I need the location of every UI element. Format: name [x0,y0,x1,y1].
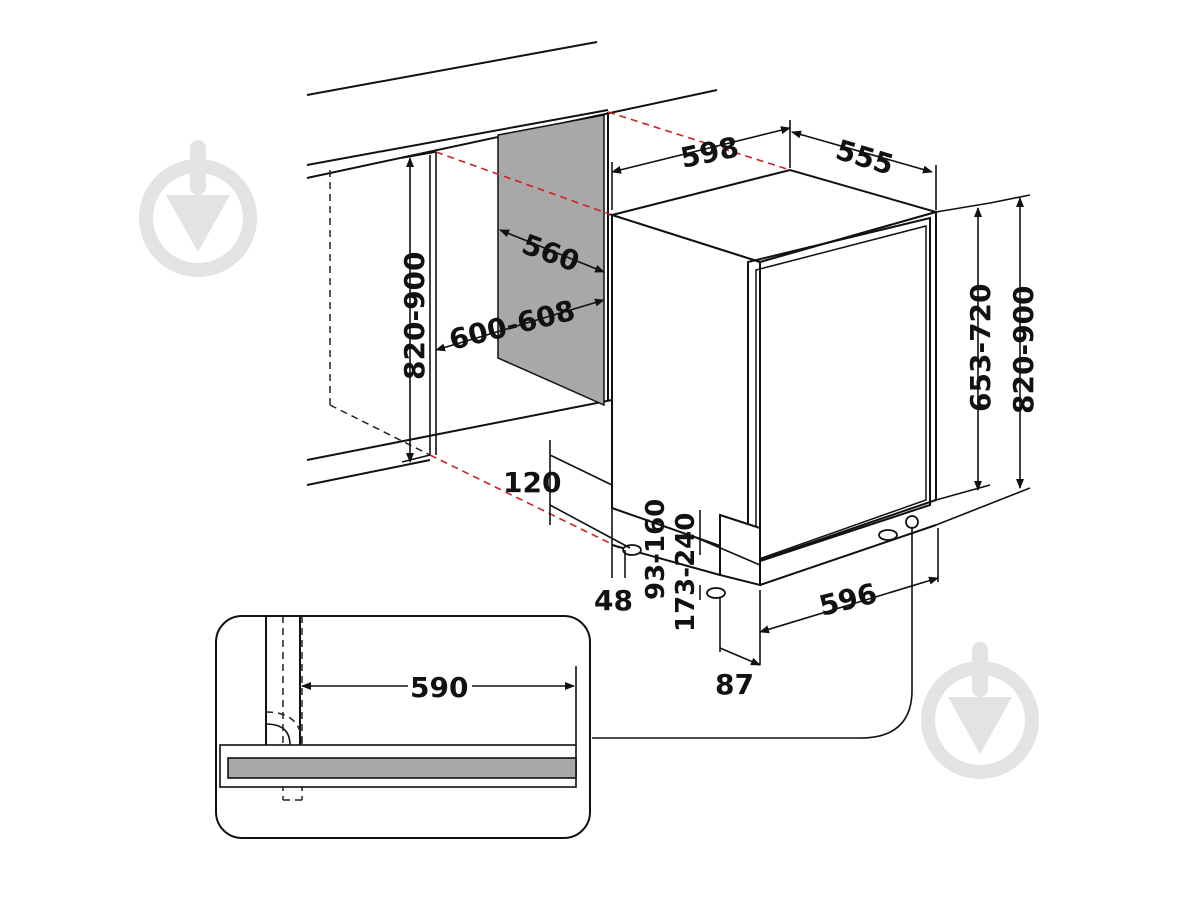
dimension-front-offset-label: 87 [715,668,754,701]
dimension-width-label: 598 [678,130,742,174]
drop-pin-watermark-icon [139,140,257,277]
dimension-body-height: 653-720 [935,202,997,501]
dimension-front-offset: 87 [715,598,761,701]
detail-leader-line [592,528,913,739]
dimension-kick-height-label: 93-160 [641,499,671,600]
dimension-kick-and-foot: 93-160 173-240 [641,499,761,632]
dimension-total-height-label: 820-900 [1007,285,1040,414]
detail-inset: 590 [215,615,591,839]
dimension-body-height-label: 653-720 [964,283,997,412]
dimension-side-gap: 48 [594,508,633,617]
dimension-depth-label: 555 [832,133,898,182]
dimension-plinth-recess-label: 120 [503,466,561,499]
dimension-detail-width-label: 590 [410,671,468,704]
drop-pin-watermark-icon [921,642,1039,779]
dishwasher-body [608,168,940,599]
dimension-niche-height: 820-900 [398,151,437,463]
dimension-foot-height-label: 173-240 [671,513,701,632]
dimension-side-gap-label: 48 [594,584,633,617]
dimension-front-width-label: 596 [816,577,881,623]
dimension-niche-height-label: 820-900 [398,251,431,380]
dimension-total-height: 820-900 [935,194,1040,526]
dimension-plinth-recess: 120 [503,440,631,549]
